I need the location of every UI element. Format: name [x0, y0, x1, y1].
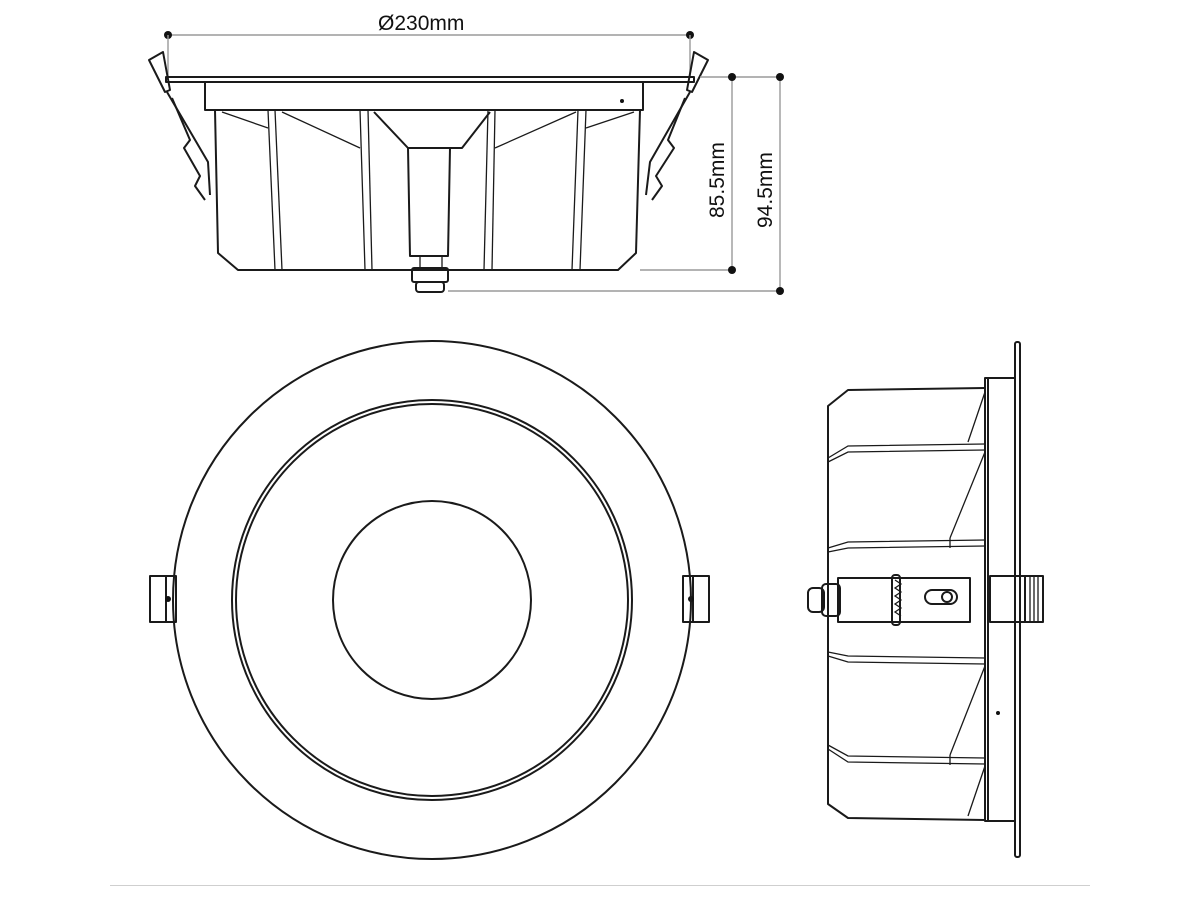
body-height-label: 85.5mm	[706, 142, 729, 218]
diameter-label: Ø230mm	[378, 12, 465, 35]
front-elevation-view	[148, 31, 784, 295]
bottom-divider	[110, 885, 1090, 886]
side-view	[807, 341, 1044, 858]
total-height-label: 94.5mm	[754, 152, 777, 228]
bottom-view	[149, 340, 710, 860]
